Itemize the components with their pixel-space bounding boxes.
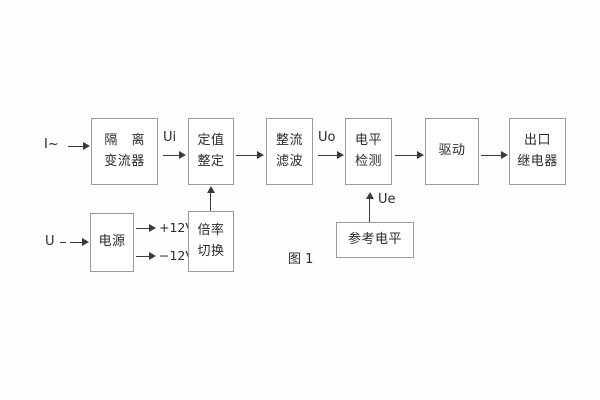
block-rectify-line2: 滤波 <box>275 153 303 169</box>
block-output-relay[interactable]: 出口 继电器 <box>509 118 566 185</box>
block-isolation[interactable]: 隔 离 变流器 <box>91 118 158 185</box>
block-level-detect-line2: 检测 <box>354 153 382 169</box>
arrow-level-to-drive-icon <box>417 151 424 159</box>
signal-pos12-label: +12V <box>159 220 194 235</box>
block-output-relay-line1: 出口 <box>523 133 551 149</box>
block-setting-line2: 整定 <box>197 153 225 169</box>
arrow-multiplier-to-setting-icon <box>207 186 215 193</box>
arrow-isolation-to-setting-icon <box>179 151 186 159</box>
block-isolation-line2: 变流器 <box>104 153 145 169</box>
figure-caption: 图 1 <box>288 252 314 267</box>
block-multiplier-switch-line2: 切换 <box>197 243 225 259</box>
connector-setting-to-rectify <box>236 155 257 156</box>
block-multiplier-switch[interactable]: 倍率 切换 <box>188 211 234 272</box>
arrow-current-to-isolation-icon <box>83 142 90 150</box>
connector-power-neg12 <box>136 256 151 257</box>
connector-current-to-isolation <box>68 146 84 147</box>
connector-isolation-to-setting <box>163 155 180 156</box>
connector-power-pos12 <box>136 228 151 229</box>
signal-uo-label: Uo <box>318 130 336 145</box>
connector-voltage-lead-b <box>70 242 83 243</box>
block-level-detect-line1: 电平 <box>354 133 382 149</box>
block-reference-level[interactable]: 参考电平 <box>336 222 414 258</box>
block-setting[interactable]: 定值 整定 <box>188 118 234 185</box>
arrow-power-pos12-icon <box>149 224 156 232</box>
block-isolation-line1: 隔 离 <box>104 133 150 149</box>
connector-reference-to-level <box>369 198 370 222</box>
block-level-detect[interactable]: 电平 检测 <box>345 118 392 185</box>
arrow-drive-to-output-icon <box>501 151 508 159</box>
block-drive[interactable]: 驱动 <box>425 118 479 185</box>
signal-ue-label: Ue <box>378 192 396 207</box>
signal-neg12-label: −12V <box>159 248 194 263</box>
connector-multiplier-to-setting <box>210 192 211 211</box>
block-multiplier-switch-line1: 倍率 <box>197 223 225 239</box>
block-drive-line1: 驱动 <box>438 143 466 159</box>
block-reference-level-line1: 参考电平 <box>347 231 402 247</box>
block-power-supply[interactable]: 电源 <box>90 213 134 272</box>
arrow-rectify-to-level-icon <box>337 151 344 159</box>
connector-drive-to-output <box>481 155 501 156</box>
block-output-relay-line2: 继电器 <box>517 153 558 169</box>
block-power-supply-line1: 电源 <box>98 234 126 250</box>
signal-ui-label: Ui <box>163 130 177 145</box>
connector-voltage-lead-a <box>60 242 66 243</box>
arrow-power-neg12-icon <box>149 252 156 260</box>
block-setting-line1: 定值 <box>197 133 225 149</box>
arrow-reference-to-level-icon <box>366 192 374 199</box>
connector-rectify-to-level <box>318 155 337 156</box>
connector-level-to-drive <box>395 155 417 156</box>
arrow-voltage-to-power-icon <box>82 238 89 246</box>
arrow-setting-to-rectify-icon <box>257 151 264 159</box>
input-voltage-label: U <box>45 234 55 249</box>
block-rectify[interactable]: 整流 滤波 <box>266 118 313 185</box>
block-rectify-line1: 整流 <box>275 133 303 149</box>
input-current-label: I~ <box>44 137 59 152</box>
